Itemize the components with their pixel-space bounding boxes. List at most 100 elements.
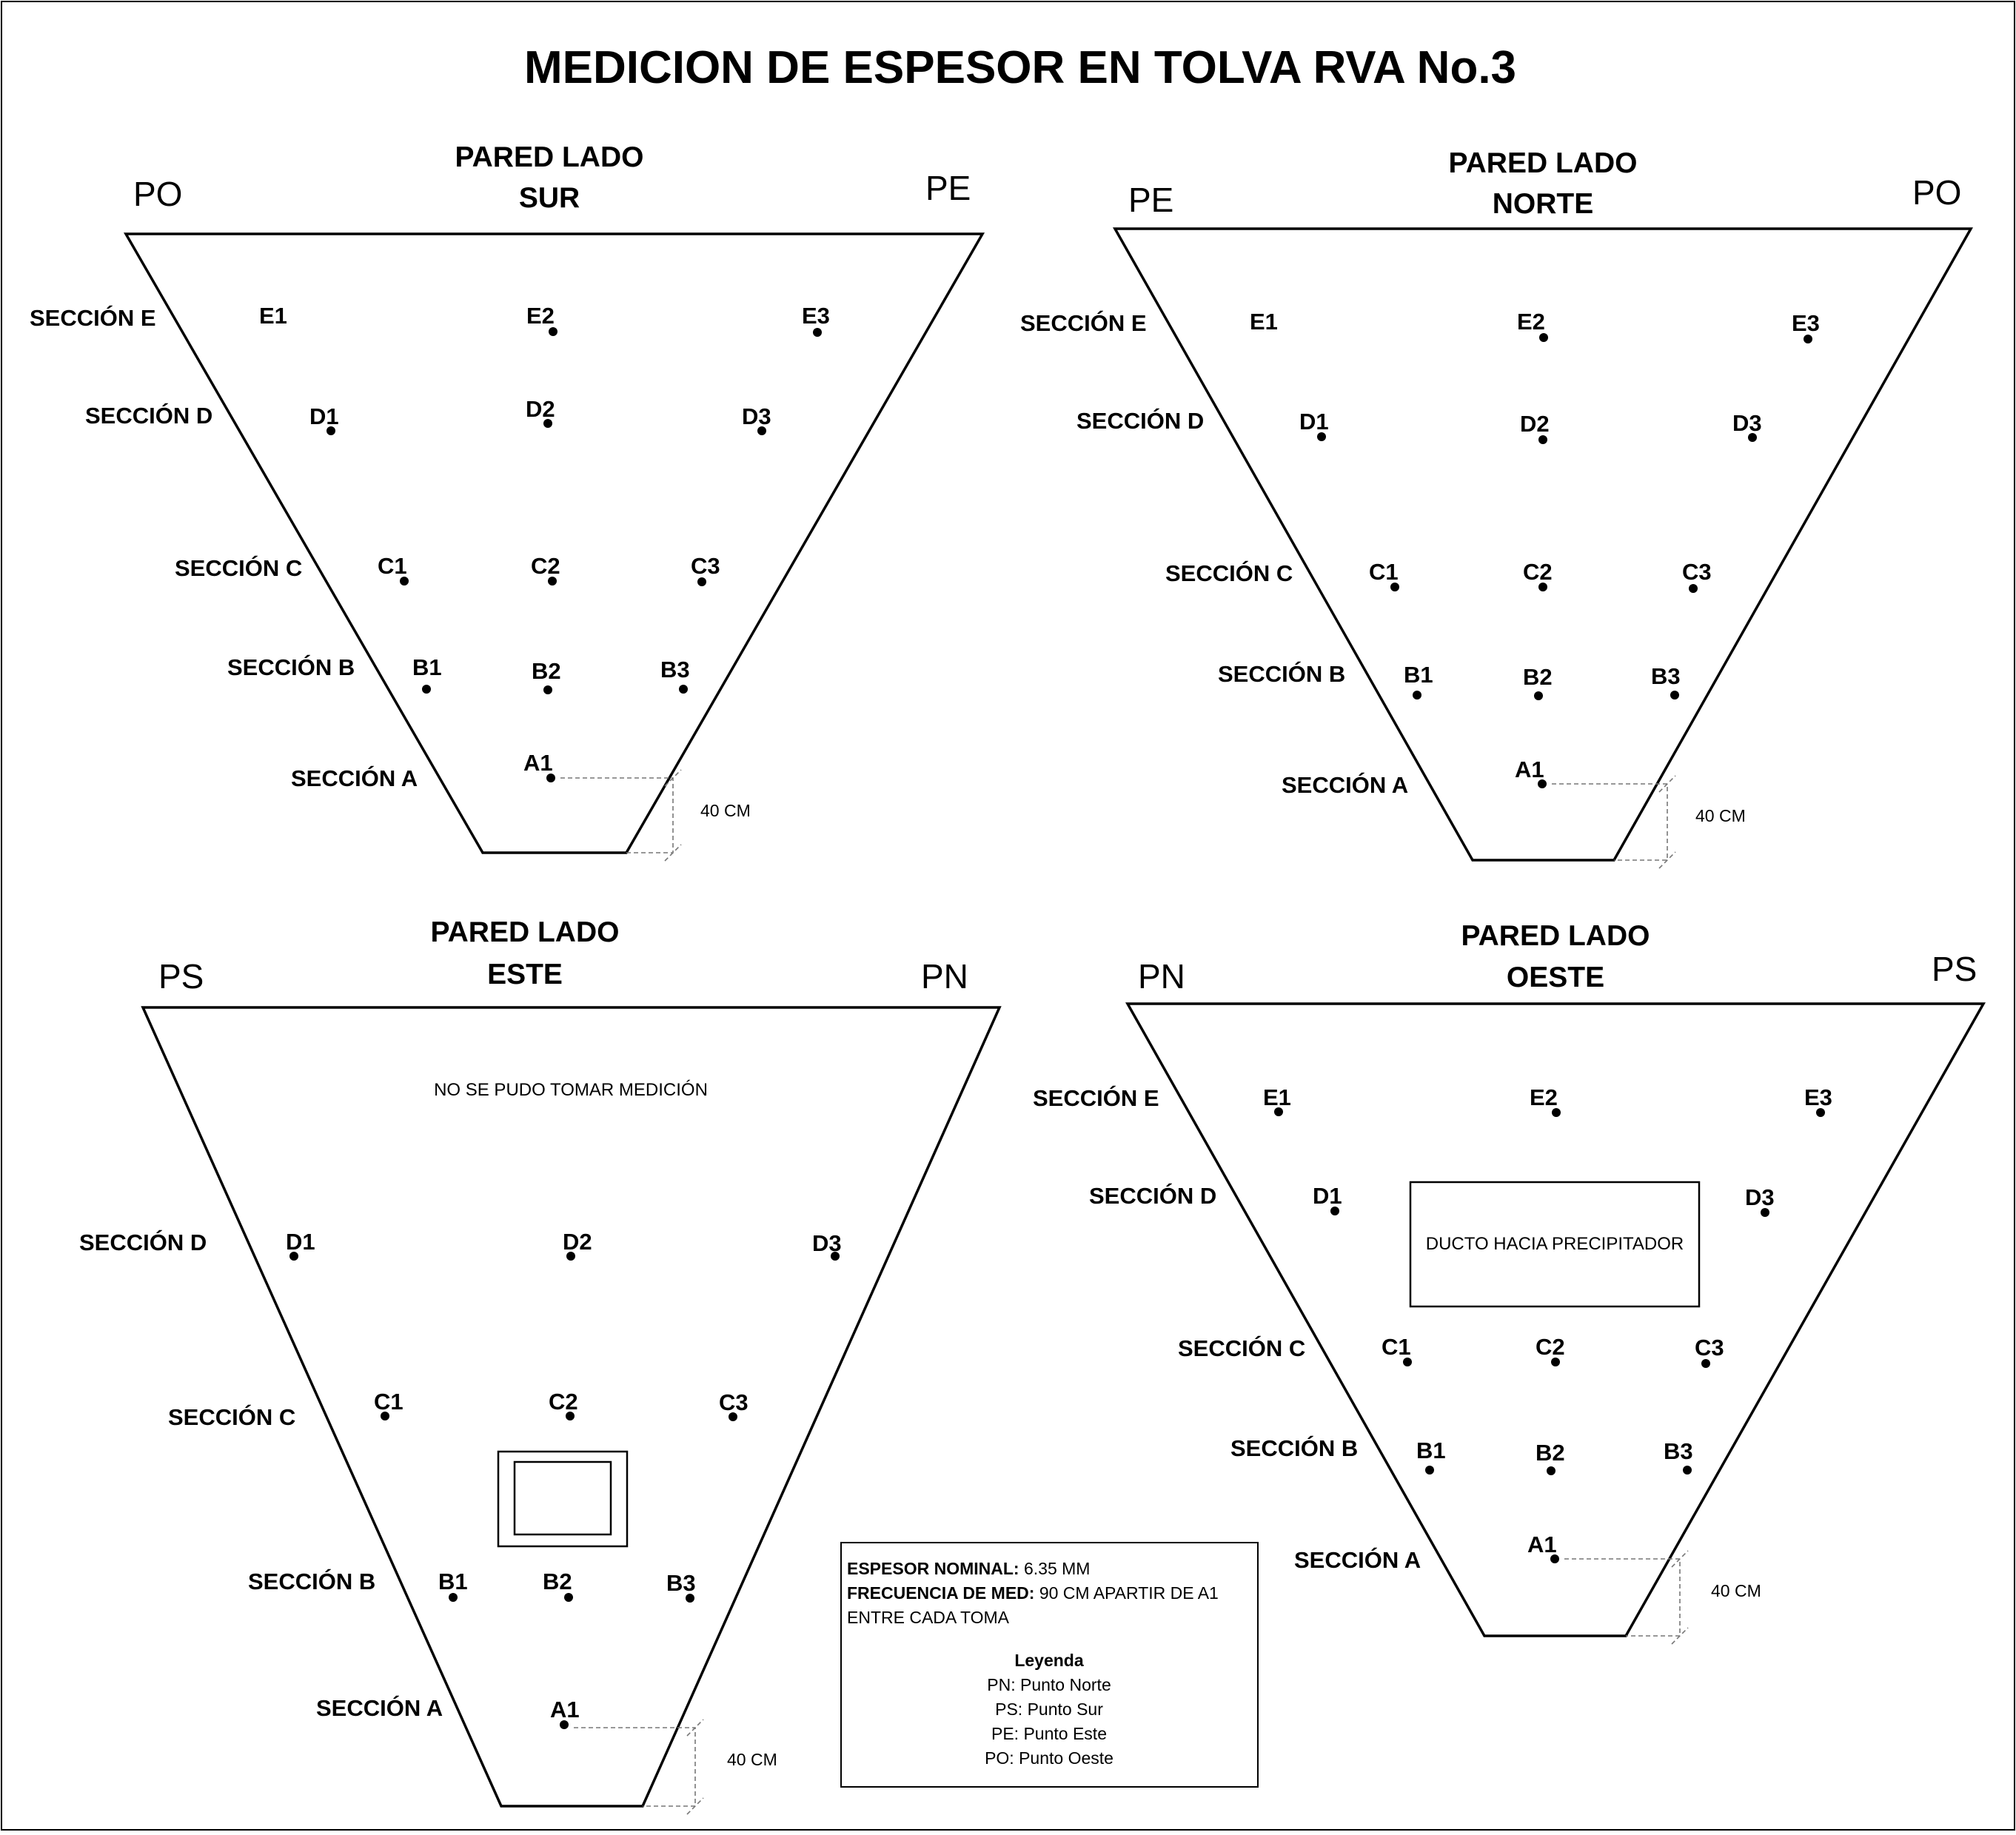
wall-sur-title-line1: PARED LADO: [455, 141, 644, 173]
point-label-d1: D1: [286, 1229, 315, 1255]
point-label-c1: C1: [374, 1389, 403, 1415]
point-label-b1: B1: [412, 654, 442, 680]
measurement-point-c1: [1390, 583, 1399, 591]
wall-norte-corner-right: PO: [1912, 173, 1961, 212]
point-label-d3: D3: [812, 1230, 842, 1256]
wall-norte-title-line1: PARED LADO: [1449, 147, 1638, 179]
point-label-d1: D1: [309, 403, 339, 429]
measurement-point-d1: [1317, 432, 1326, 441]
measurement-point-d3: [757, 426, 766, 435]
measurement-point-e2: [1539, 333, 1548, 342]
point-label-d3: D3: [1745, 1184, 1775, 1210]
measurement-point-d1: [326, 426, 335, 435]
wall-sur-section-d: SECCIÓN D: [85, 402, 212, 429]
point-label-e3: E3: [1804, 1084, 1832, 1110]
point-label-c3: C3: [719, 1389, 749, 1415]
measurement-point-b2: [1534, 691, 1543, 700]
wall-norte-section-c: SECCIÓN C: [1165, 560, 1293, 586]
measurement-point-e3: [813, 328, 822, 337]
point-label-d2: D2: [526, 396, 555, 422]
wall-norte-section-a: SECCIÓN A: [1282, 771, 1408, 798]
measurement-point-c3: [697, 577, 706, 586]
legend-box: ESPESOR NOMINAL: 6.35 MM FRECUENCIA DE M…: [840, 1542, 1259, 1788]
point-label-d1: D1: [1299, 409, 1329, 435]
point-label-d3: D3: [742, 403, 771, 429]
point-label-e2: E2: [1517, 309, 1545, 335]
point-label-e2: E2: [1530, 1084, 1558, 1110]
wall-sur-dimension-label: 40 CM: [700, 801, 751, 820]
point-label-b2: B2: [532, 658, 561, 684]
measurement-point-c3: [1689, 584, 1698, 593]
dimension-tick: [686, 1797, 704, 1815]
wall-este-dimension-label: 40 CM: [727, 1750, 777, 1769]
point-label-c1: C1: [1382, 1334, 1411, 1360]
wall-este: PARED LADO ESTE PS PN NO SE PUDO TOMAR M…: [79, 916, 1002, 1815]
measurement-point-c1: [400, 577, 409, 586]
point-label-c1: C1: [378, 553, 407, 579]
wall-este-corner-left: PS: [158, 957, 204, 996]
dimension-line: [560, 777, 674, 853]
wall-norte-corner-left: PE: [1128, 181, 1173, 219]
measurement-point-c2: [566, 1412, 575, 1420]
point-label-c3: C3: [1695, 1335, 1724, 1361]
wall-oeste-section-b: SECCIÓN B: [1230, 1435, 1358, 1461]
point-label-c2: C2: [1523, 559, 1553, 585]
legend-item-po: PO: Punto Oeste: [985, 1748, 1114, 1768]
point-label-b3: B3: [1664, 1438, 1693, 1464]
point-label-e3: E3: [1792, 310, 1820, 336]
measurement-point-b1: [449, 1593, 458, 1602]
wall-este-title-line2: ESTE: [487, 959, 563, 990]
measurement-point-d1: [289, 1252, 298, 1261]
dimension-line: [574, 1727, 696, 1807]
wall-este-section-b: SECCIÓN B: [248, 1568, 375, 1594]
wall-norte-title-line2: NORTE: [1493, 188, 1594, 220]
wall-oeste-title-line1: PARED LADO: [1461, 920, 1650, 952]
wall-sur-section-c: SECCIÓN C: [175, 554, 302, 581]
wall-norte-dimension-label: 40 CM: [1695, 806, 1746, 825]
wall-oeste: PARED LADO OESTE PN PS SECCIÓN E SECCIÓN…: [1033, 920, 1986, 1645]
measurement-point-e1: [1274, 1107, 1283, 1116]
point-label-d2: D2: [563, 1229, 592, 1255]
espesor-nominal-line: ESPESOR NOMINAL: 6.35 MM: [847, 1559, 1090, 1578]
measurement-point-b1: [422, 685, 431, 694]
point-label-d3: D3: [1732, 410, 1762, 436]
espesor-nominal-label: ESPESOR NOMINAL:: [847, 1559, 1019, 1578]
legend-title: Leyenda: [1014, 1651, 1084, 1670]
point-label-c2: C2: [549, 1389, 578, 1415]
measurement-point-d3: [1761, 1208, 1769, 1217]
measurement-point-b2: [564, 1593, 573, 1602]
measurement-point-a1: [560, 1720, 569, 1729]
measurement-point-d1: [1330, 1207, 1339, 1215]
legend-item-pn: PN: Punto Norte: [987, 1675, 1111, 1694]
dimension-tick: [664, 844, 682, 862]
dimension-tick: [1658, 851, 1676, 869]
point-label-c2: C2: [1536, 1334, 1565, 1360]
page-title: MEDICION DE ESPESOR EN TOLVA RVA No.3: [524, 42, 1516, 93]
dimension-line: [1552, 783, 1668, 861]
wall-este-section-c: SECCIÓN C: [168, 1403, 295, 1430]
measurement-point-b3: [1670, 691, 1679, 700]
wall-norte-section-b: SECCIÓN B: [1218, 660, 1345, 687]
no-measurement-note: NO SE PUDO TOMAR MEDICIÓN: [434, 1080, 708, 1100]
measurement-point-d2: [543, 419, 552, 428]
legend-item-ps: PS: Punto Sur: [995, 1700, 1103, 1719]
point-label-a1: A1: [1527, 1532, 1557, 1557]
measurement-point-d2: [566, 1252, 575, 1261]
point-label-b1: B1: [1416, 1438, 1446, 1463]
measurement-point-c1: [1403, 1358, 1412, 1366]
wall-norte-section-e: SECCIÓN E: [1020, 309, 1147, 336]
frecuencia-line-2: ENTRE CADA TOMA: [847, 1608, 1010, 1627]
dimension-tick: [664, 769, 682, 787]
wall-oeste-corner-right: PS: [1932, 950, 1977, 988]
wall-oeste-section-d: SECCIÓN D: [1089, 1182, 1216, 1209]
measurement-point-d3: [831, 1252, 840, 1261]
point-label-d2: D2: [1520, 411, 1550, 437]
legend-frame: [840, 1542, 1259, 1788]
point-label-e1: E1: [259, 303, 287, 329]
point-label-c1: C1: [1369, 559, 1399, 585]
measurement-point-a1: [1550, 1554, 1559, 1563]
point-label-b1: B1: [1404, 662, 1433, 688]
obstruction-inner: [513, 1460, 612, 1536]
